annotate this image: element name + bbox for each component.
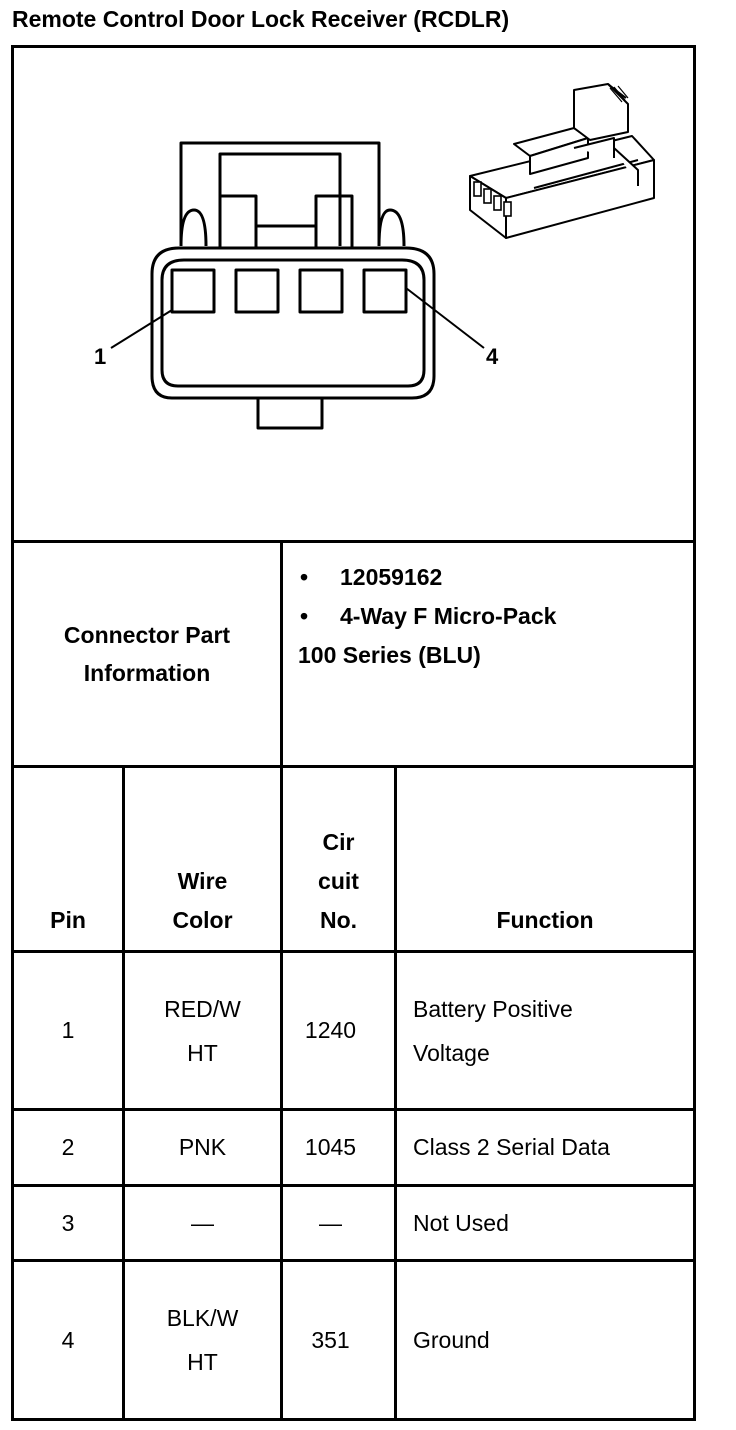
header-circuit: Cir cuit No. <box>283 768 394 950</box>
row-2-wire: PNK <box>125 1111 280 1184</box>
row-4-circuit: 351 <box>283 1262 378 1418</box>
divider-connector-info <box>11 765 696 768</box>
row-2-function: Class 2 Serial Data <box>397 1111 693 1184</box>
row-3-pin: 3 <box>14 1187 122 1259</box>
connector-part-list: • 12059162 • 4-Way F Micro-Pack 100 Seri… <box>298 558 688 675</box>
row-2-pin-text: 2 <box>61 1134 75 1160</box>
divider-row-2 <box>11 1184 696 1187</box>
header-pin-text: Pin <box>50 907 86 933</box>
part-number: 12059162 <box>340 564 443 590</box>
row-1-pin: 1 <box>14 953 122 1108</box>
connector-info-label: Connector Part Information <box>14 543 280 765</box>
row-2-wire-text: PNK <box>178 1134 227 1160</box>
row-4-wire-line-2: HT <box>187 1349 218 1375</box>
connector-type: 4-Way F Micro-Pack <box>340 603 557 629</box>
bullet-icon: • <box>300 564 309 590</box>
connector-type-item: • 4-Way F Micro-Pack <box>298 597 688 636</box>
row-1-wire: RED/W HT <box>125 953 280 1108</box>
row-1-function-line-2: Voltage <box>413 1039 490 1066</box>
header-pin: Pin <box>14 768 122 950</box>
row-3-circuit: — <box>283 1187 378 1259</box>
header-circuit-line-1: Cir <box>322 829 355 855</box>
row-4-circuit-text: 351 <box>311 1326 350 1353</box>
divider-row-3 <box>11 1259 696 1262</box>
row-3-circuit-text: — <box>319 1209 342 1236</box>
row-4-wire: BLK/W HT <box>125 1262 280 1418</box>
header-circuit-line-2: cuit <box>318 868 359 894</box>
pin-label-4: 4 <box>486 344 499 369</box>
row-2-circuit-text: 1045 <box>304 1134 357 1160</box>
row-4-wire-line-1: BLK/W <box>166 1305 239 1331</box>
pin-label-1: 1 <box>94 344 106 369</box>
row-2-function-text: Class 2 Serial Data <box>413 1134 610 1160</box>
divider-row-1 <box>11 1108 696 1111</box>
row-1-wire-line-2: HT <box>187 1039 218 1066</box>
row-3-function: Not Used <box>397 1187 693 1259</box>
header-wire-line-2: Color <box>172 907 233 933</box>
row-4-function: Ground <box>397 1262 693 1418</box>
row-1-function-line-1: Battery Positive <box>413 995 573 1022</box>
header-wire-line-1: Wire <box>177 868 228 894</box>
divider-col-circuit <box>394 765 397 1421</box>
connector-info-label-text: Connector Part Information <box>63 622 231 686</box>
divider-header <box>11 950 696 953</box>
bullet-icon: • <box>300 603 309 629</box>
row-4-function-text: Ground <box>413 1326 490 1353</box>
connector-series: 100 Series (BLU) <box>298 642 481 668</box>
row-3-pin-text: 3 <box>61 1209 75 1236</box>
row-3-wire-text: — <box>191 1209 214 1236</box>
row-3-function-text: Not Used <box>413 1209 509 1236</box>
row-1-wire-line-1: RED/W <box>164 995 241 1022</box>
divider-col-pin <box>122 765 125 1421</box>
row-2-pin: 2 <box>14 1111 122 1184</box>
divider-diagram <box>11 540 696 543</box>
page-title: Remote Control Door Lock Receiver (RCDLR… <box>12 6 510 32</box>
table-frame <box>11 45 696 1421</box>
header-function-text: Function <box>496 907 594 933</box>
row-1-pin-text: 1 <box>61 1017 75 1043</box>
header-function: Function <box>397 768 693 950</box>
row-1-circuit: 1240 <box>283 953 378 1108</box>
part-number-item: • 12059162 <box>298 558 688 597</box>
row-2-circuit: 1045 <box>283 1111 378 1184</box>
header-wire-color: Wire Color <box>125 768 280 950</box>
divider-col-wire <box>280 765 283 1421</box>
connector-diagram: 1 4 <box>94 83 655 430</box>
row-3-wire: — <box>125 1187 280 1259</box>
header-circuit-line-3: No. <box>319 907 358 933</box>
row-1-function: Battery Positive Voltage <box>397 953 693 1108</box>
row-1-circuit-text: 1240 <box>304 1017 357 1043</box>
row-4-pin-text: 4 <box>61 1326 75 1353</box>
divider-connector-col <box>280 540 283 768</box>
row-4-pin: 4 <box>14 1262 122 1418</box>
